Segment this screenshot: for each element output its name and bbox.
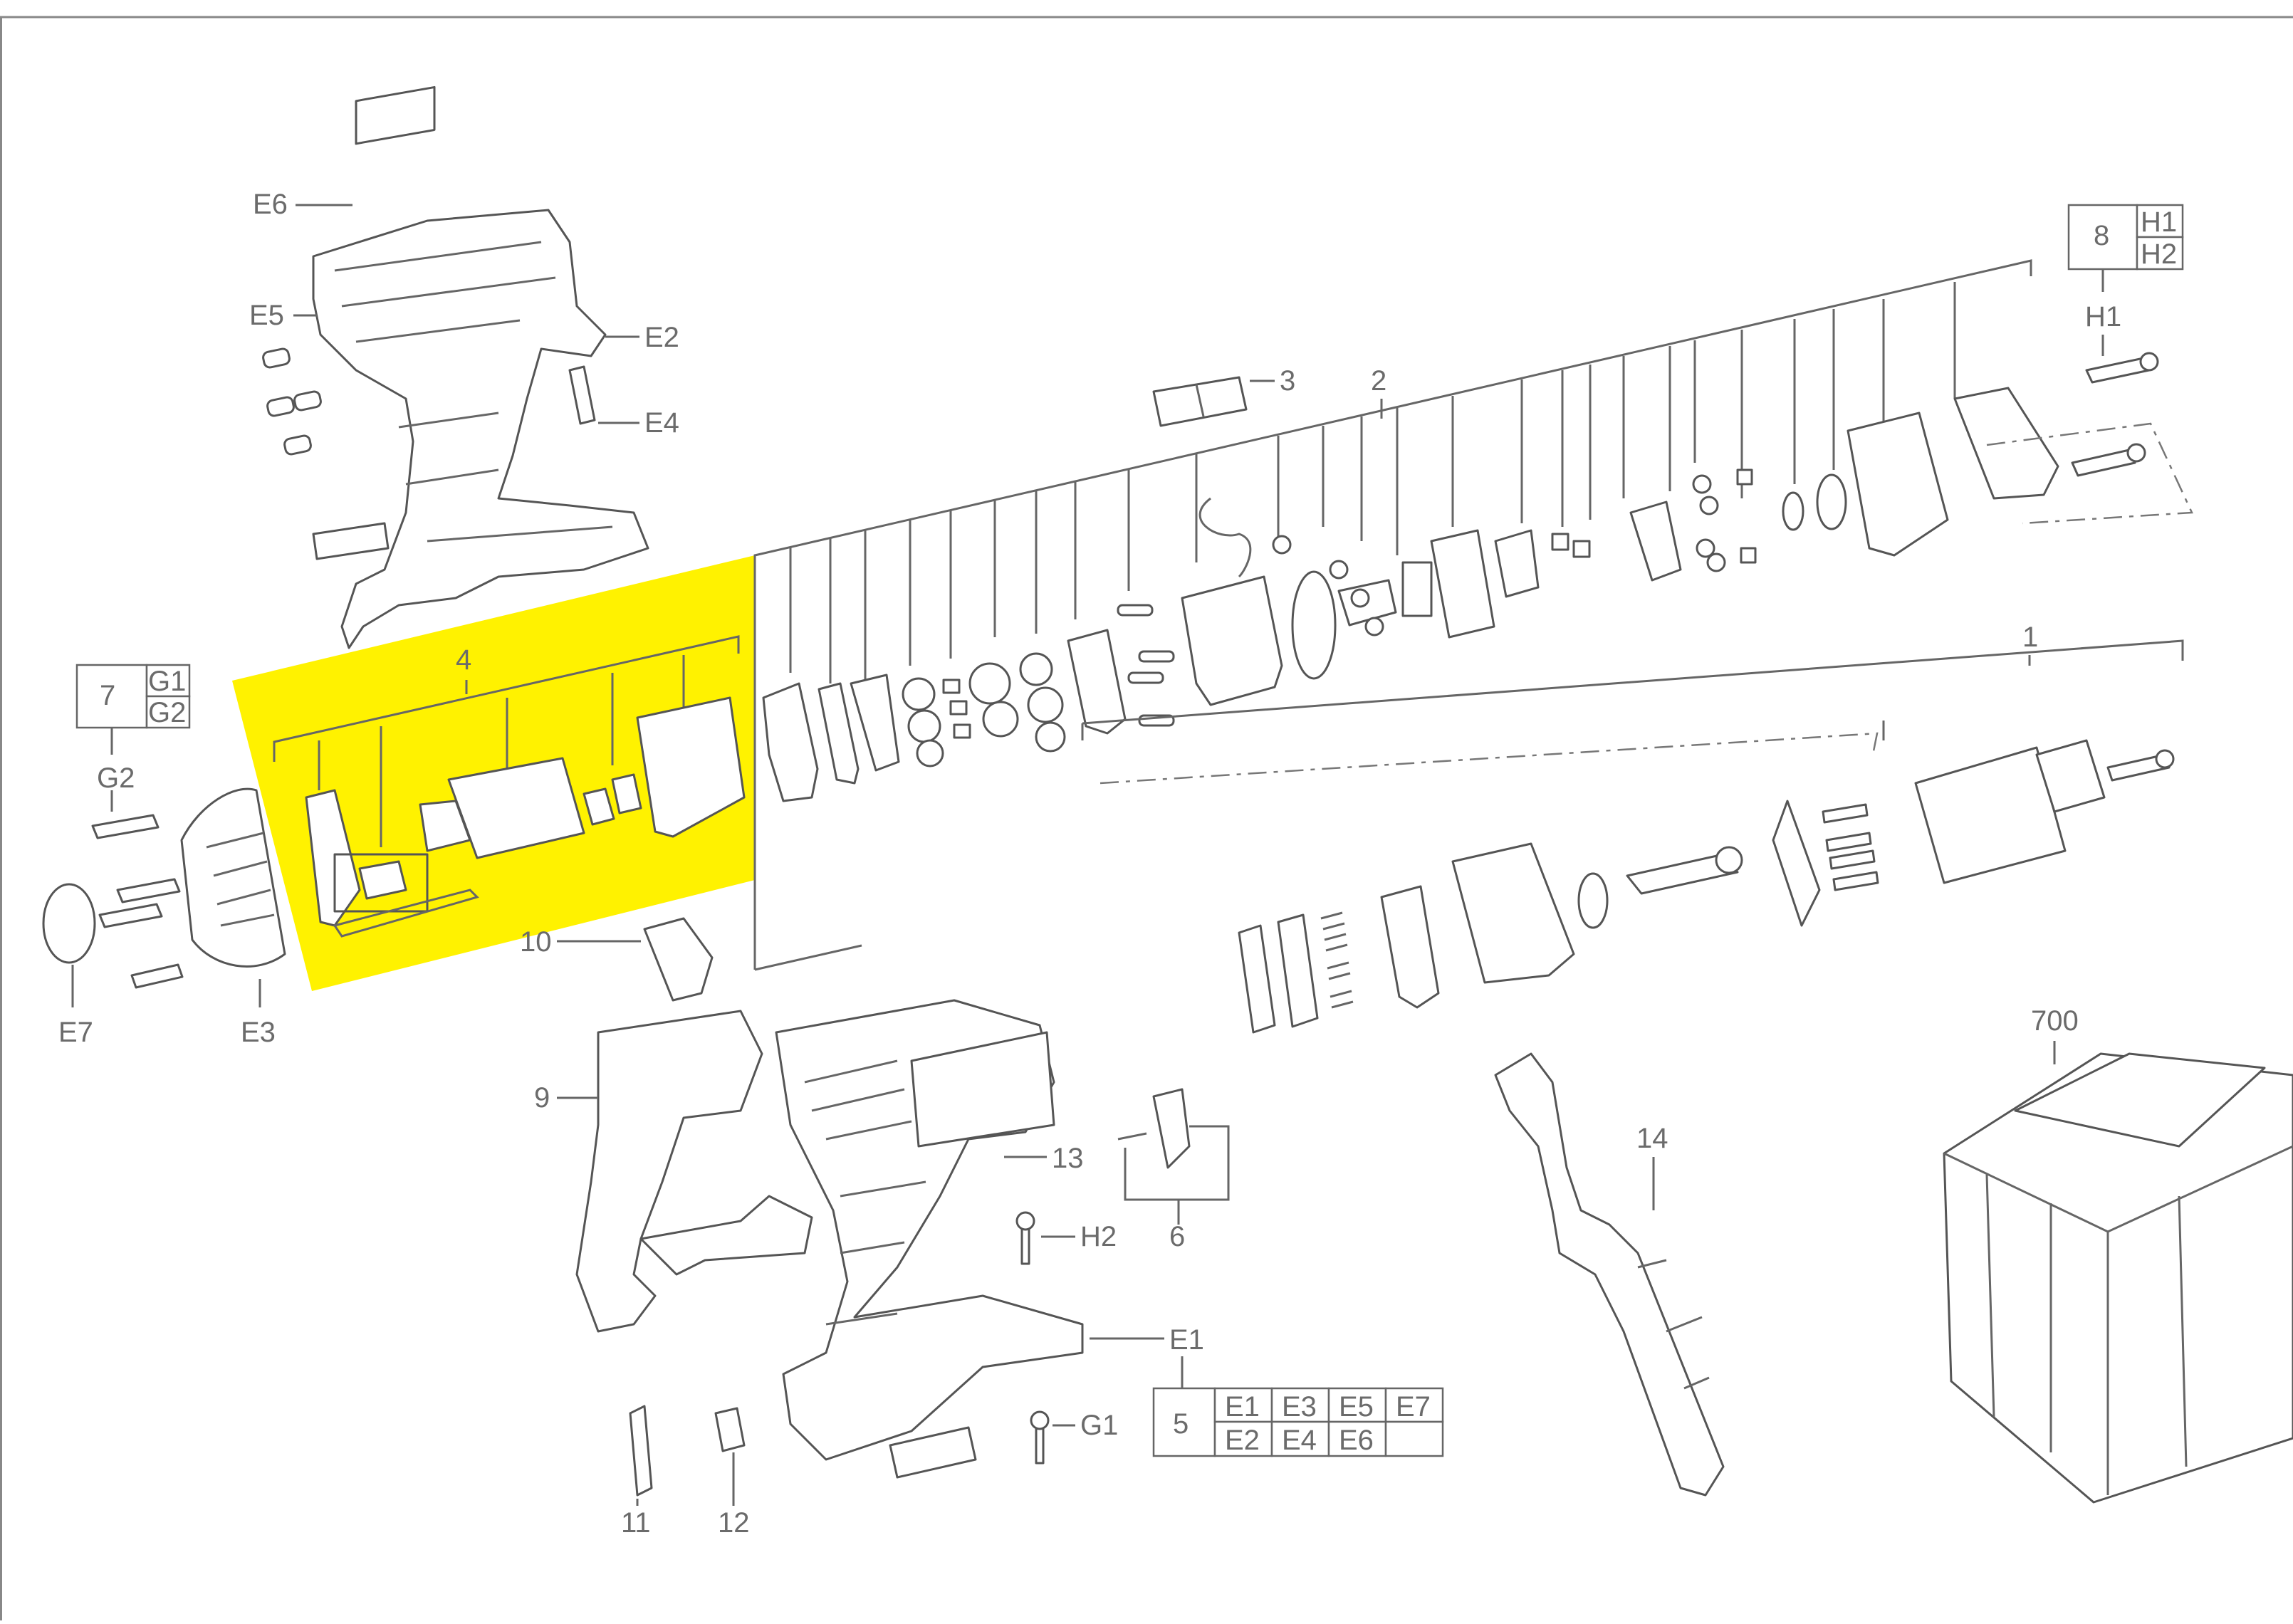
- switch-module-9: [577, 1011, 812, 1331]
- label-11: 11: [621, 1507, 651, 1539]
- bit-holder-12: [716, 1408, 744, 1451]
- label-g1-callout: G1: [1080, 1410, 1118, 1441]
- chuck-parts: [1239, 740, 2173, 1032]
- label-5: 5: [1173, 1408, 1189, 1440]
- label-g1: G1: [148, 666, 186, 697]
- end-cap-e3: [43, 789, 285, 988]
- gearbox-parts-row: [763, 388, 2058, 801]
- kit5-cell-2: E5: [1339, 1391, 1374, 1423]
- label-h2: H2: [2141, 239, 2177, 270]
- kit5-cell-1: E3: [1282, 1391, 1317, 1423]
- label-e7: E7: [58, 1017, 93, 1048]
- label-h2-callout: H2: [1080, 1221, 1117, 1252]
- label-7: 7: [100, 680, 115, 711]
- label-4: 4: [456, 644, 471, 676]
- housing-half-left: [262, 87, 648, 648]
- label-8: 8: [2094, 220, 2109, 251]
- label-14: 14: [1636, 1123, 1668, 1154]
- label-e2: E2: [644, 322, 679, 353]
- label-g2: G2: [148, 697, 186, 728]
- label-1: 1: [2022, 622, 2038, 653]
- part-3-clip: [1154, 377, 1246, 426]
- trigger-10: [644, 918, 712, 1000]
- label-h1: H1: [2141, 206, 2177, 238]
- label-9: 9: [534, 1082, 550, 1114]
- label-e3: E3: [241, 1017, 276, 1048]
- kit5-cell-5: E4: [1282, 1425, 1317, 1456]
- bit-11: [630, 1406, 652, 1495]
- label-10: 10: [520, 926, 552, 958]
- label-13: 13: [1052, 1143, 1084, 1174]
- label-e4: E4: [644, 407, 679, 439]
- housing-half-right-e1: [776, 1000, 1082, 1477]
- label-12: 12: [718, 1507, 750, 1539]
- kit5-cell-0: E1: [1225, 1391, 1260, 1423]
- kit5-cell-3: E7: [1396, 1391, 1431, 1423]
- label-6: 6: [1169, 1221, 1185, 1252]
- side-handle-14: [1495, 1054, 1723, 1495]
- label-g2-callout: G2: [97, 763, 135, 794]
- label-e1-callout: E1: [1169, 1324, 1204, 1356]
- label-700: 700: [2031, 1005, 2079, 1037]
- label-3: 3: [1280, 365, 1295, 397]
- label-e5: E5: [249, 300, 284, 331]
- kit5-cell-4: E2: [1225, 1425, 1260, 1456]
- screws-h1: [2072, 353, 2158, 476]
- label-2: 2: [1371, 365, 1386, 397]
- part-6-latch: [1118, 1089, 1228, 1225]
- label-h1-callout: H1: [2085, 301, 2121, 332]
- bracket-2-ticks: [790, 282, 1955, 701]
- kit5-cell-6: E6: [1339, 1425, 1374, 1456]
- label-e6: E6: [253, 189, 288, 220]
- carry-case-700: [1944, 1054, 2293, 1502]
